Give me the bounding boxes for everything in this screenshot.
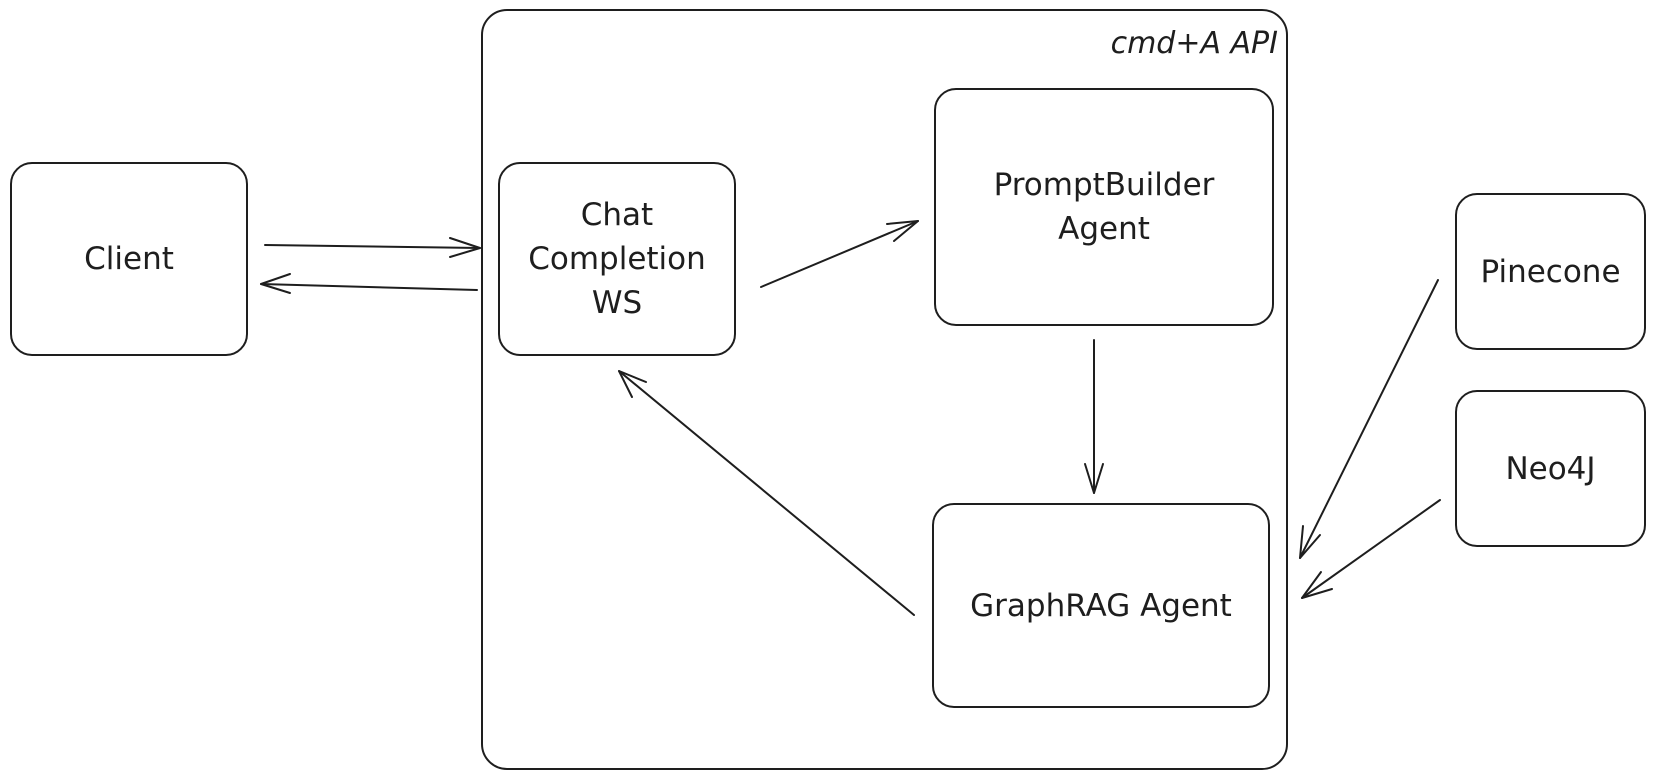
- pinecone-node[interactable]: Pinecone: [1455, 193, 1646, 350]
- arrow-pinecone-to-graphrag: [1299, 279, 1439, 559]
- api-boundary-label: cmd+A API: [1110, 26, 1278, 61]
- neo4j-node[interactable]: Neo4J: [1455, 390, 1646, 547]
- arrow-neo4j-to-graphrag: [1301, 499, 1441, 599]
- chat-completion-ws-node[interactable]: Chat Completion WS: [498, 162, 736, 356]
- arrow-client-to-chat-ws: [264, 237, 481, 258]
- arrow-chat-ws-to-client: [260, 273, 478, 294]
- client-node[interactable]: Client: [10, 162, 248, 356]
- graphrag-agent-node[interactable]: GraphRAG Agent: [932, 503, 1270, 708]
- prompt-builder-agent-node[interactable]: PromptBuilder Agent: [934, 88, 1274, 326]
